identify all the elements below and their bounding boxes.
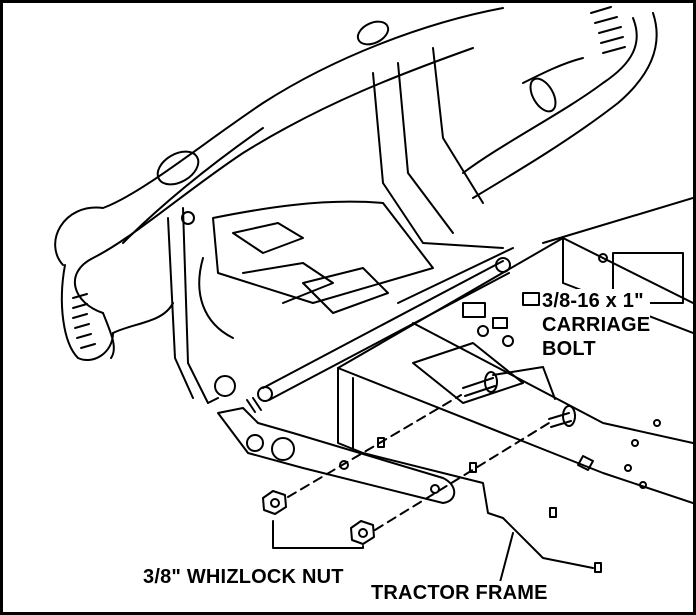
carriage-bolt-1: [462, 371, 498, 397]
carriage-bolt-label: 3/8-16 x 1" CARRIAGE BOLT: [542, 289, 651, 361]
line-art: [54, 6, 693, 587]
cross-rod: [246, 260, 510, 413]
bolt-label-line-2: CARRIAGE: [542, 314, 651, 336]
whizlock-nut-2: [350, 520, 375, 545]
carriage-bolt-2: [548, 405, 576, 428]
side-uprights: [167, 47, 511, 404]
bolt-label-line-3: BOLT: [542, 338, 596, 360]
assembly-dashed-lines: [287, 394, 550, 531]
tractor-frame-label: TRACTOR FRAME: [371, 581, 548, 605]
right-tube: [462, 6, 658, 199]
whizlock-nut-label: 3/8" WHIZLOCK NUT: [143, 565, 344, 589]
mounting-bracket: [217, 407, 456, 504]
bumper-tube: [54, 7, 504, 361]
bolt-label-line-1: 3/8-16 x 1": [542, 290, 644, 312]
leader-lines: [272, 366, 556, 587]
tractor-frame: [337, 197, 693, 573]
whizlock-nut-1: [262, 490, 287, 515]
seat-pan: [198, 200, 434, 339]
